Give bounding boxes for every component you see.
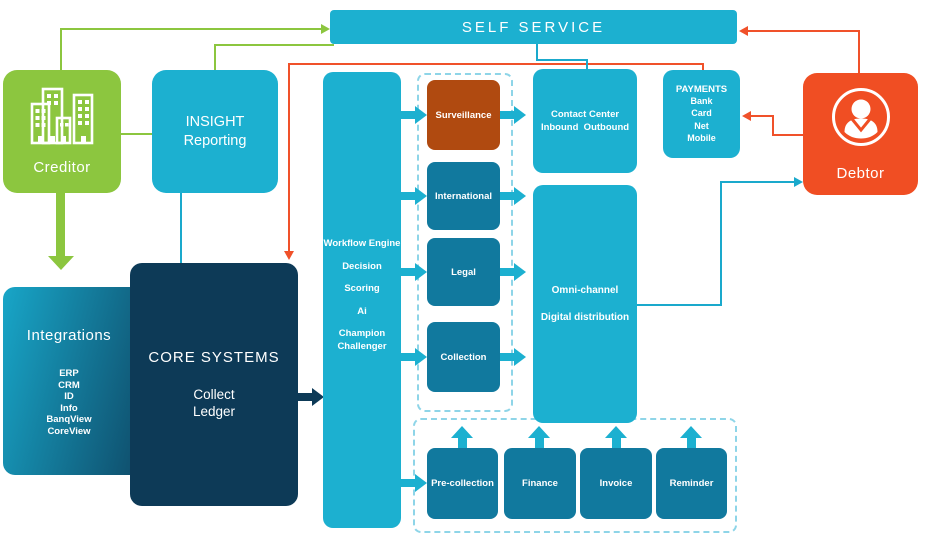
arrowhead-right-icon [794, 177, 803, 187]
workflow-item: Workflow Engine [323, 238, 401, 249]
integration-item: ERP [59, 368, 79, 379]
node-finance: Finance [504, 448, 576, 519]
flow-arrow-invoice-up [605, 426, 627, 448]
workflow-item: Scoring [344, 283, 380, 294]
flow-arrow-legal-out [500, 263, 526, 281]
node-creditor: Creditor [3, 70, 121, 193]
workflow-item: Ai [357, 305, 367, 317]
connector-insight-selfservice [214, 44, 334, 46]
connector-debtor-payments [772, 115, 774, 136]
integration-item: BanqView [46, 414, 92, 425]
flow-arrow-collection-out [500, 348, 526, 366]
node-workflow-engine: Workflow Engine Decision Scoring Ai Cham… [323, 72, 401, 528]
node-self-service: SELF SERVICE [330, 10, 737, 44]
connector-selfservice-contactcenter [536, 59, 588, 61]
reminder-label: Reminder [669, 478, 714, 489]
connector-omni-debtor [722, 181, 795, 183]
node-omni-channel: Omni-channel Digital distribution [533, 185, 637, 423]
connector-selfservice-contactcenter [586, 59, 588, 70]
flow-arrow-workflow-to-legal [401, 263, 427, 281]
connector-insight-coresystems [180, 193, 182, 263]
integration-item: CRM [58, 379, 80, 391]
payments-item: Card [691, 108, 712, 118]
connector-creditor-selfservice [60, 29, 62, 71]
flow-arrow-workflow-to-collection [401, 348, 427, 366]
node-invoice: Invoice [580, 448, 652, 519]
surveillance-label: Surveillance [435, 109, 492, 121]
node-reminder: Reminder [656, 448, 727, 519]
connector-creditor-integrations [56, 193, 65, 256]
omni-line2: Digital distribution [540, 312, 630, 323]
collection-label: Collection [440, 351, 487, 363]
stage-group-border [417, 73, 513, 412]
connector-payments-coresystems [702, 63, 704, 71]
flow-arrow-finance-up [528, 426, 550, 448]
node-legal: Legal [427, 238, 500, 306]
node-collection: Collection [427, 322, 500, 392]
flow-arrow-core-to-workflow [298, 388, 324, 406]
node-core-systems: CORE SYSTEMS Collect Ledger [130, 263, 298, 506]
connector-debtor-payments [772, 134, 803, 136]
connector-debtor-selfservice [748, 30, 860, 32]
connector-debtor-payments [751, 115, 774, 117]
connector-insight-selfservice [214, 44, 216, 71]
flow-arrow-reminder-up [680, 426, 702, 448]
international-label: International [434, 190, 492, 202]
connector-selfservice-contactcenter [536, 44, 538, 61]
core-systems-title: CORE SYSTEMS [148, 349, 280, 366]
node-insight-reporting: INSIGHT Reporting [152, 70, 278, 193]
insight-line1: INSIGHT [185, 113, 245, 130]
connector-payments-coresystems [288, 63, 290, 251]
integration-item: CoreView [47, 425, 91, 437]
insight-line2: Reporting [183, 132, 247, 149]
workflow-item: Decision [342, 260, 382, 272]
workflow-item: Champion Challenger [337, 328, 387, 352]
integration-item: Info [60, 402, 78, 414]
payments-item: Bank [690, 95, 713, 106]
creditor-label: Creditor [33, 159, 91, 176]
arrowhead-left-icon [742, 111, 751, 121]
connector-payments-coresystems [288, 63, 704, 65]
payments-item: Mobile [687, 133, 716, 143]
self-service-label: SELF SERVICE [461, 18, 606, 36]
node-international: International [427, 162, 500, 230]
connector-creditor-insight [121, 133, 152, 135]
legal-label: Legal [451, 266, 476, 278]
connector-omni-debtor [637, 304, 722, 306]
node-debtor: Debtor [803, 73, 918, 195]
flow-arrow-workflow-to-surveillance [401, 106, 427, 124]
integrations-title: Integrations [26, 327, 112, 344]
node-payments: PAYMENTS Bank Card Net Mobile [663, 70, 740, 158]
flow-arrow-international-out [500, 187, 526, 205]
arrowhead-right-icon [321, 24, 330, 34]
node-contact-center: Contact Center Inbound Outbound [533, 69, 637, 173]
debtor-label: Debtor [836, 165, 885, 182]
payments-title: PAYMENTS [675, 83, 728, 95]
omni-line1: Omni-channel [551, 285, 619, 296]
arrowhead-left-icon [739, 26, 748, 36]
node-pre-collection: Pre-collection [427, 448, 498, 519]
core-systems-line2: Ledger [192, 404, 236, 419]
flow-arrow-precollection-up [451, 426, 473, 448]
contact-center-line1: Contact Center [550, 108, 620, 120]
finance-label: Finance [522, 478, 558, 489]
node-surveillance: Surveillance [427, 80, 500, 150]
core-systems-line1: Collect [193, 387, 235, 402]
contact-center-line2: Inbound Outbound [540, 122, 630, 133]
flow-arrow-workflow-to-financial [401, 474, 427, 492]
payments-item: Net [694, 120, 709, 131]
arrowhead-down-icon [284, 251, 294, 260]
invoice-label: Invoice [599, 478, 633, 489]
connector-omni-debtor [720, 181, 722, 306]
connector-debtor-selfservice [858, 30, 860, 74]
connector-creditor-selfservice [60, 28, 321, 30]
buildings-icon [29, 87, 95, 150]
person-icon [830, 86, 892, 153]
flow-arrow-surveillance-out [500, 106, 526, 124]
integration-item: ID [64, 391, 74, 402]
flow-arrow-workflow-to-international [401, 187, 427, 205]
pre-collection-label: Pre-collection [431, 478, 494, 489]
arrowhead-down-icon [48, 256, 74, 270]
